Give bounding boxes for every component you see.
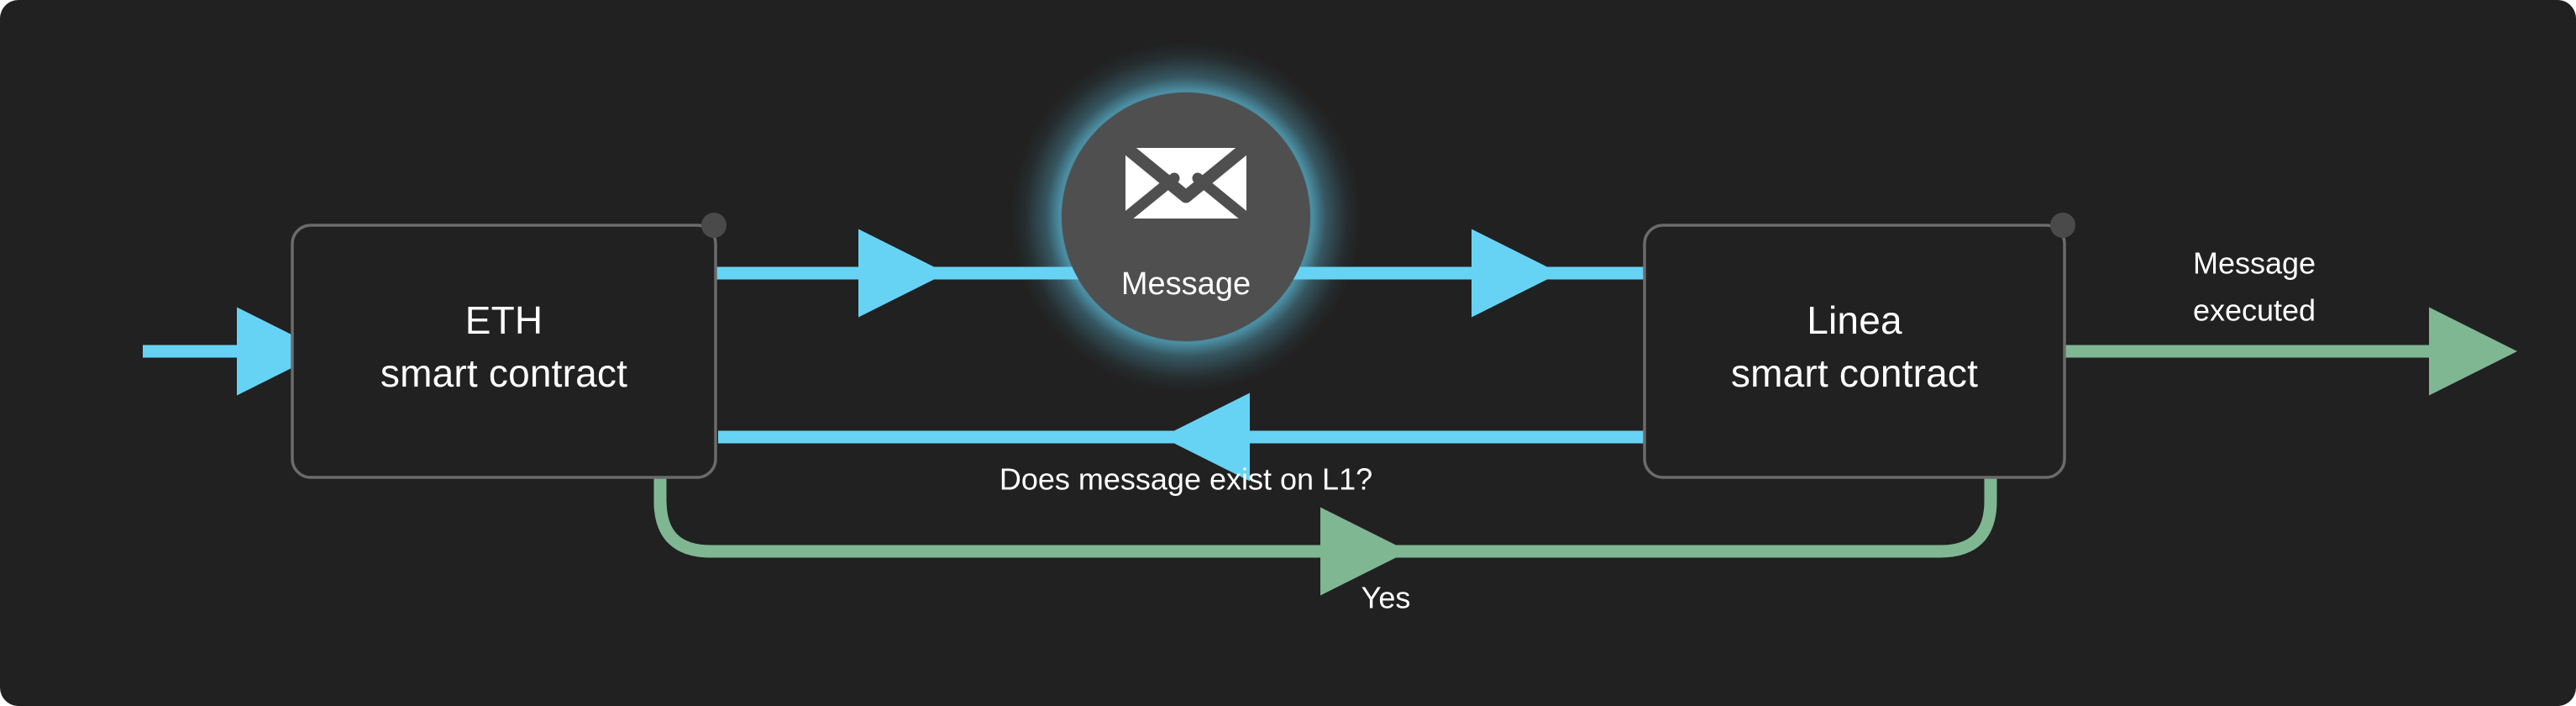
eth-box-label-line1: ETH bbox=[465, 298, 543, 342]
edge-label-does-message-exist: Does message exist on L1? bbox=[999, 462, 1372, 497]
envelope-icon bbox=[1123, 145, 1249, 221]
linea-box-rect[interactable] bbox=[1643, 224, 2066, 479]
linea-box-label-line1: Linea bbox=[1807, 298, 1902, 342]
linea-box-label-line2: smart contract bbox=[1731, 351, 1978, 395]
eth-box-anchor-dot bbox=[701, 213, 727, 238]
edge-label-message-executed-line2: executed bbox=[2193, 293, 2316, 328]
edge-label-message-executed-line1: Message bbox=[2193, 246, 2316, 281]
edge-label-yes: Yes bbox=[1361, 581, 1411, 615]
edge-eth-to-linea-yes bbox=[653, 476, 1997, 596]
node-message[interactable]: Message bbox=[1011, 42, 1361, 392]
message-node-label: Message bbox=[1121, 266, 1251, 302]
linea-box-anchor-dot bbox=[2050, 213, 2075, 238]
eth-box-label-line2: smart contract bbox=[380, 351, 627, 395]
eth-box-rect[interactable] bbox=[291, 224, 717, 479]
node-linea-smart-contract[interactable]: Linea smart contract bbox=[1643, 213, 2075, 479]
node-eth-smart-contract[interactable]: ETH smart contract bbox=[291, 213, 727, 479]
